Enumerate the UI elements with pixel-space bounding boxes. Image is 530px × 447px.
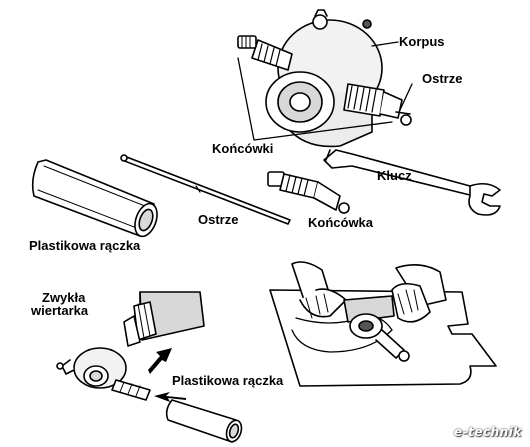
- klucz-wrench: [323, 149, 501, 216]
- label-korpus: Korpus: [399, 34, 445, 49]
- label-koncowki: Końcówki: [212, 141, 274, 156]
- koncowka-part: [267, 171, 350, 214]
- label-zwykla-wiertarka-line1: Zwykła: [42, 290, 86, 305]
- korpus-body: [237, 9, 412, 148]
- watermark-logo: e-technik: [454, 425, 522, 439]
- nibbler-assembled-small: [56, 347, 151, 401]
- assembly-arrows: [148, 348, 186, 402]
- ostrze-blade: [120, 154, 291, 225]
- sheet-metal-scene: [269, 261, 497, 387]
- label-ostrze-mid: Ostrze: [198, 212, 239, 227]
- label-plastikowa-raczka-top: Plastikowa rączka: [29, 238, 141, 253]
- wiertarka-drill: [123, 291, 205, 347]
- plastikowa-raczka-bottom: [165, 399, 243, 443]
- label-koncowka: Końcówka: [308, 215, 374, 230]
- label-ostrze-top: Ostrze: [422, 71, 463, 86]
- leader-lines: [237, 41, 413, 141]
- label-plastikowa-raczka-bottom: Plastikowa rączka: [172, 373, 284, 388]
- plastikowa-raczka-top: [31, 159, 158, 238]
- label-zwykla-wiertarka-line2: wiertarka: [31, 303, 89, 318]
- label-klucz: Klucz: [377, 168, 412, 183]
